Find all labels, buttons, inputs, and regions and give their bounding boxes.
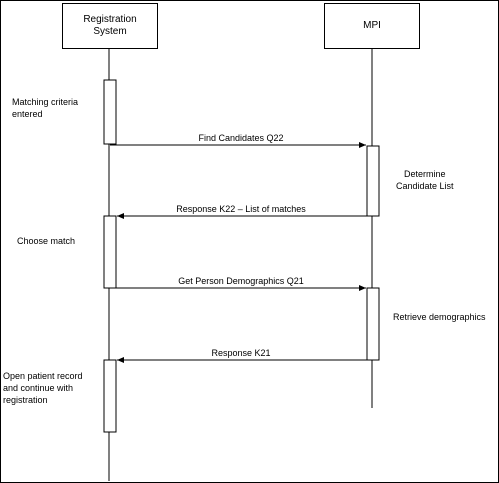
activation-mpi-1 [366, 145, 380, 217]
activation-registration-2 [103, 215, 117, 289]
message-label-4: Response K21 [211, 348, 271, 358]
actor-registration-system: Registration System [62, 3, 158, 49]
note-retrieve-demographics: Retrieve demographics [393, 312, 486, 322]
activation-registration-1 [103, 79, 117, 145]
message-label-1: Find Candidates Q22 [198, 133, 284, 143]
activation-mpi-2 [366, 287, 380, 361]
note-matching-criteria: Matching criteria entered [12, 97, 79, 119]
message-label-3: Get Person Demographics Q21 [178, 276, 304, 286]
activation-registration-3 [103, 359, 117, 433]
actor-registration-label: Registration System [83, 14, 137, 37]
message-label-2: Response K22 – List of matches [176, 204, 306, 214]
note-choose-match: Choose match [17, 236, 76, 246]
actor-mpi: MPI [324, 3, 420, 49]
note-determine-candidate-list: Determine Candidate List [396, 169, 454, 191]
note-open-patient-record: Open patient record and continue with re… [3, 371, 83, 405]
actor-mpi-label: MPI [363, 20, 381, 31]
